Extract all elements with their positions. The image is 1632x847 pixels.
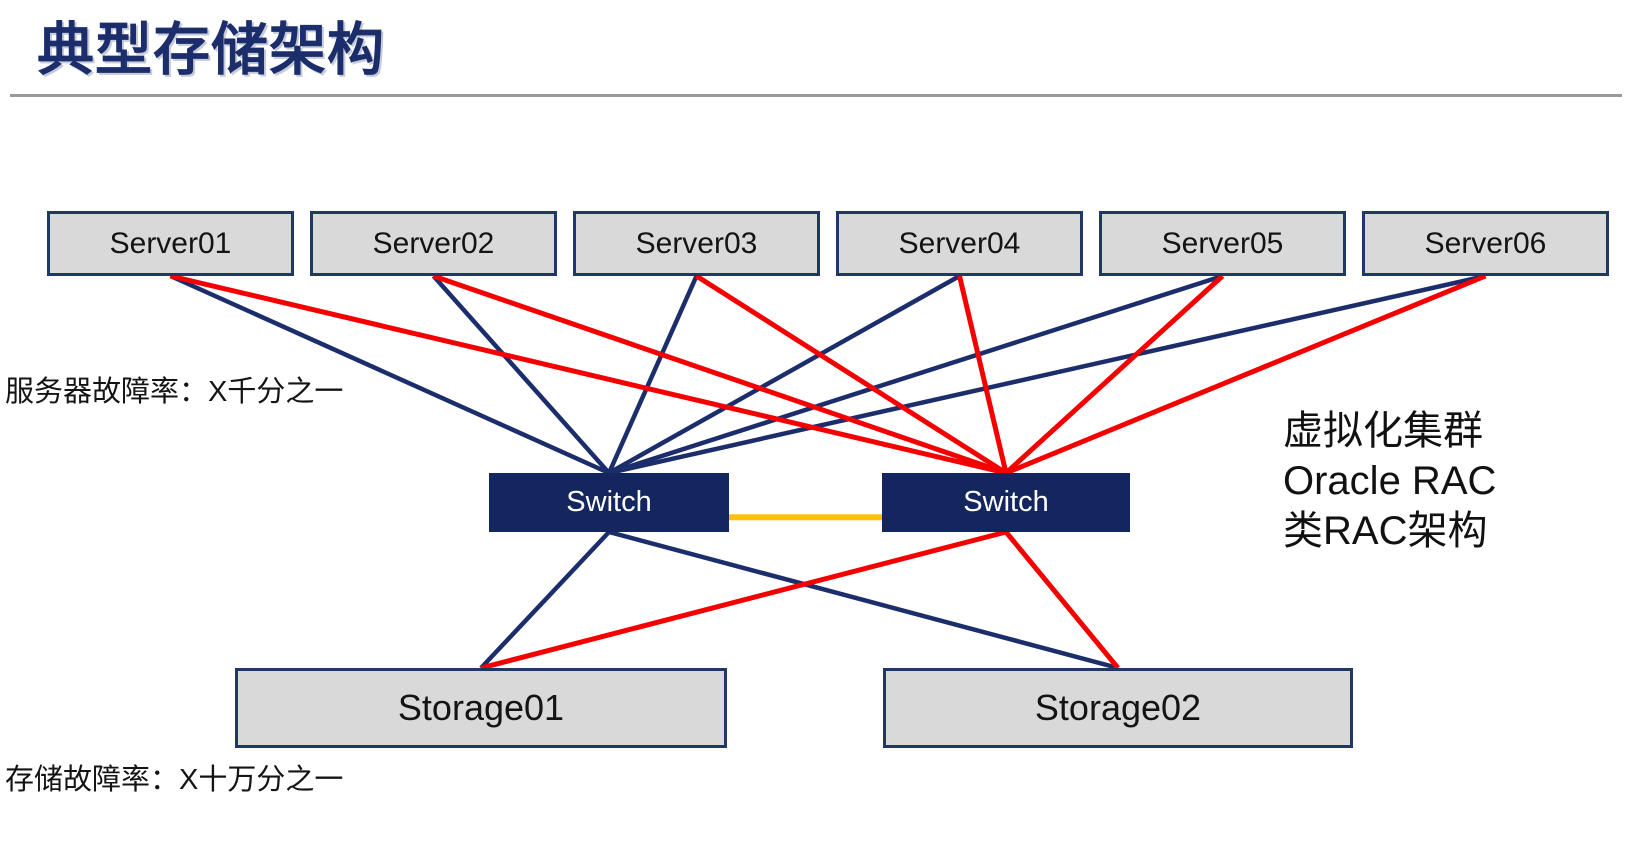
storage-failure-rate-label: 存储故障率：X十万分之一 xyxy=(5,764,344,796)
cluster-annotation-line1: 虚拟化集群 xyxy=(1283,409,1483,453)
server01-box: Server01 xyxy=(47,211,294,276)
server04-box: Server04 xyxy=(836,211,1083,276)
cluster-annotation: 虚拟化集群 Oracle RAC 类RAC架构 xyxy=(1283,406,1496,556)
cluster-annotation-line2: Oracle RAC xyxy=(1283,459,1497,503)
storage01-box: Storage01 xyxy=(235,668,727,748)
page-title: 典型存储架构 xyxy=(37,18,385,82)
server02-box: Server02 xyxy=(310,211,557,276)
server03-box: Server03 xyxy=(573,211,820,276)
switch-left-box: Switch xyxy=(489,473,729,532)
switch-right-box: Switch xyxy=(882,473,1130,532)
cluster-annotation-line3: 类RAC架构 xyxy=(1283,509,1488,553)
server-failure-rate-label: 服务器故障率：X千分之一 xyxy=(5,376,344,408)
server06-box: Server06 xyxy=(1362,211,1609,276)
storage02-box: Storage02 xyxy=(883,668,1353,748)
server05-box: Server05 xyxy=(1099,211,1346,276)
title-divider xyxy=(10,94,1622,97)
